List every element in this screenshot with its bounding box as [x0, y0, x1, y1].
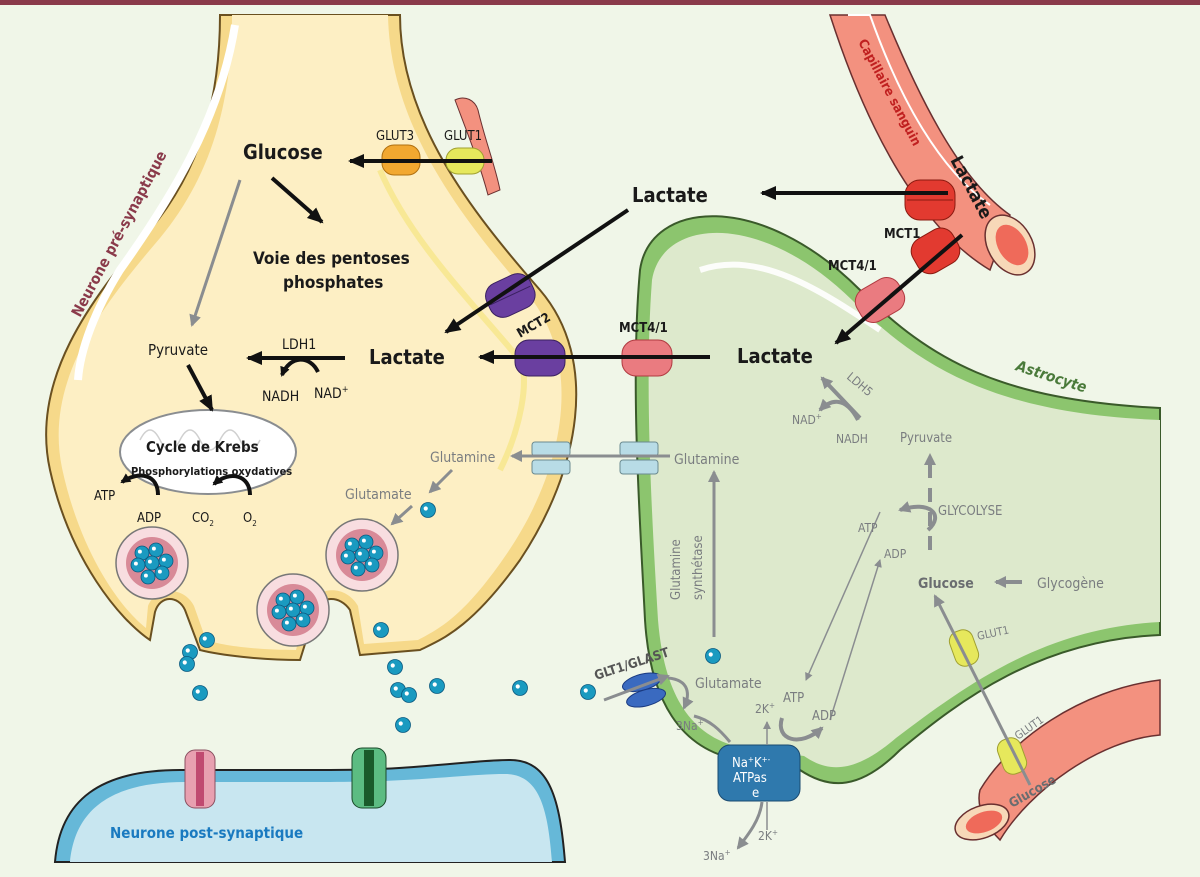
astro-atp: ATP: [858, 521, 878, 535]
glutamate-molecule: [275, 592, 291, 608]
capillary-small: [454, 97, 501, 196]
neuron-adp: ADP: [137, 511, 161, 526]
pump-line1: Na+K+-: [732, 755, 771, 771]
arrow-pyruvate-krebs: [186, 364, 214, 412]
gs-line2: synthétase: [691, 535, 706, 600]
glutamate-molecule: [192, 685, 208, 701]
ldh1-label: LDH1: [282, 337, 316, 353]
na-in-label: 3Na+: [676, 718, 704, 733]
glutamate-molecule: [344, 537, 360, 553]
astro-glutamine: Glutamine: [674, 452, 740, 468]
glutamate-molecule: [144, 555, 160, 571]
k-out-label: 2K+: [758, 828, 778, 843]
vesicles: [115, 518, 399, 647]
glutamate-molecule: [401, 687, 417, 703]
co2-label: CO2: [192, 511, 214, 528]
top-band: [0, 0, 1200, 5]
flux-arrows: [120, 154, 964, 496]
glycolyse-label: GLYCOLYSE: [938, 504, 1002, 519]
o2-label: O2: [243, 511, 257, 528]
gs-line1: Glutamine: [669, 539, 684, 600]
glutamate-molecule: [350, 561, 366, 577]
neuron-atp: ATP: [94, 489, 115, 504]
mct41-label-left: MCT4/1: [619, 321, 668, 336]
postsynaptic-neuron: [53, 747, 567, 863]
glutamate-molecule: [295, 612, 311, 628]
glutamate-molecule: [373, 622, 389, 638]
astro-glucose: Glucose: [918, 576, 974, 592]
mct1-label: MCT1: [884, 227, 920, 242]
arrow-pentose: [270, 176, 324, 224]
glutamate-molecule: [289, 589, 305, 605]
mct1-transporter-upper: [904, 179, 956, 221]
glutamate-molecule: [340, 549, 356, 565]
astro-adp2: ADP: [812, 709, 836, 724]
arrow-o2-co2: [212, 474, 252, 496]
glutamate-molecule: [387, 659, 403, 675]
glutamate-molecule: [364, 557, 380, 573]
mitochondrion: [119, 409, 297, 495]
glutamate-molecule: [148, 542, 164, 558]
glutamate-molecule: [281, 616, 297, 632]
astro-nad: NAD+: [792, 412, 822, 427]
glutamate-molecule: [580, 684, 596, 700]
neuron-nadh: NADH: [262, 389, 299, 405]
pentose-line2: phosphates: [283, 273, 383, 293]
pump-line3: e: [752, 786, 759, 801]
glutamate-molecule: [354, 547, 370, 563]
glut3-label: GLUT3: [376, 129, 414, 144]
glutamate-molecule: [182, 644, 198, 660]
glutamate-molecule: [358, 534, 374, 550]
astro-atp2: ATP: [783, 691, 804, 706]
glutamate-molecule: [285, 602, 301, 618]
capillary-bottom: [954, 679, 1161, 842]
arrow-lactate-capillary-astro: [834, 233, 964, 345]
extracellular-lactate: Lactate: [632, 183, 708, 207]
na-k-atpase-pump: [717, 744, 801, 802]
glutamate-molecule: [130, 557, 146, 573]
krebs-sub: Phosphorylations oxydatives: [131, 465, 292, 478]
glutamate-molecule: [199, 632, 215, 648]
glut1-label: GLUT1: [444, 129, 482, 144]
glt1-glast-transporter: [622, 672, 666, 708]
neuron-glutamine: Glutamine: [430, 450, 496, 466]
krebs-title: Cycle de Krebs: [146, 438, 259, 456]
neuron-nad: NAD+: [314, 385, 349, 402]
glutamate-molecule: [140, 569, 156, 585]
mct41-label-right: MCT4/1: [828, 259, 877, 274]
glycogene-label: Glycogène: [1037, 576, 1104, 592]
astro-lactate: Lactate: [737, 344, 813, 368]
arrow-adp-atp: [120, 473, 160, 496]
pump-line2: ATPas: [733, 771, 767, 786]
pentose-line1: Voie des pentoses: [253, 249, 410, 269]
glutamate-molecule: [420, 502, 436, 518]
astrocyte-cell: [634, 215, 1161, 785]
astro-adp: ADP: [884, 547, 907, 561]
neuron-pyruvate: Pyruvate: [148, 341, 208, 359]
glutamate-molecule: [429, 678, 445, 694]
glutamate-molecule: [179, 656, 195, 672]
glutamate-molecule: [395, 717, 411, 733]
neuron-lactate: Lactate: [369, 345, 445, 369]
glutamate-molecule: [154, 565, 170, 581]
glutamate-molecule: [705, 648, 721, 664]
neuron-glutamate: Glutamate: [345, 487, 412, 503]
grey-arrows: [189, 179, 1032, 850]
postsynaptic-label: Neurone post-synaptique: [110, 824, 303, 842]
glutamate-molecules: [179, 502, 721, 733]
arrow-lactate-neuron-upper: [444, 208, 630, 334]
glutamate-molecule: [271, 604, 287, 620]
astro-pyruvate: Pyruvate: [900, 431, 952, 446]
na-out-label: 3Na+: [703, 848, 731, 863]
astro-nadh: NADH: [836, 432, 868, 446]
glutamate-molecule: [512, 680, 528, 696]
capillary-top: [828, 14, 1036, 276]
k-in-label: 2K+: [755, 701, 775, 716]
arrow-nad-nadh: [280, 357, 320, 377]
glutamate-molecule: [158, 553, 174, 569]
astro-glutamate: Glutamate: [695, 676, 762, 692]
neuron-glucose: Glucose: [243, 140, 323, 164]
